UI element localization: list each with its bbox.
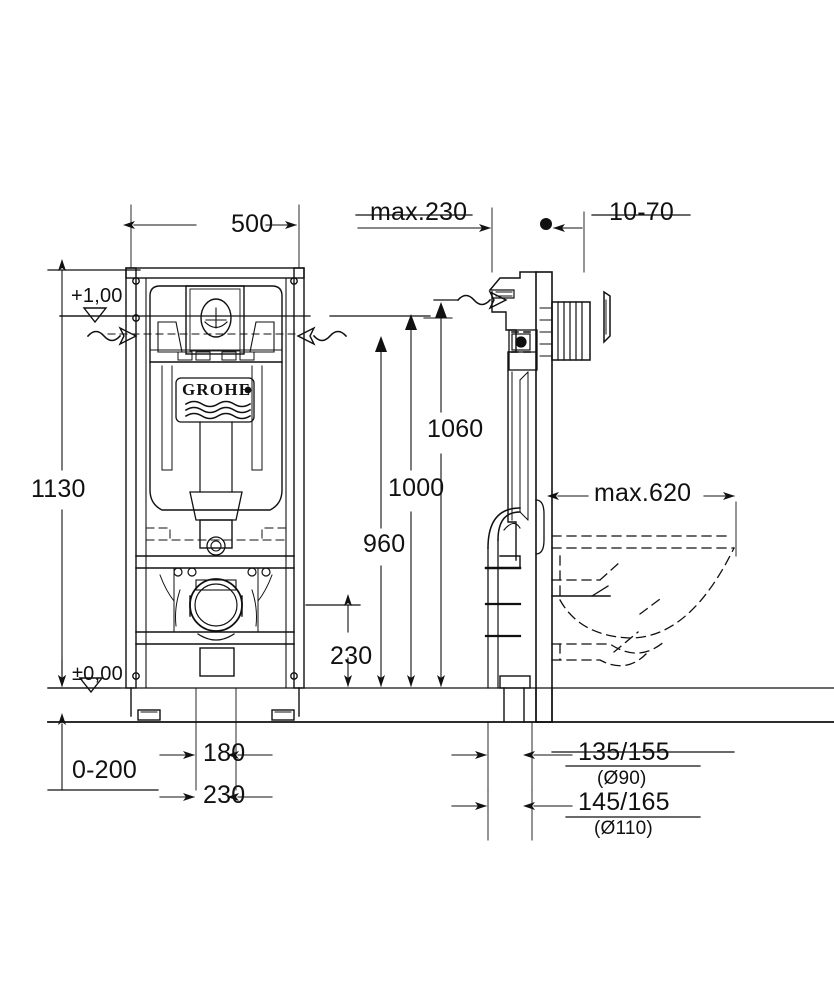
label-height-1000: 1000	[388, 474, 444, 502]
label-spacing-230: 230	[203, 781, 245, 809]
dimension-wall-max-230	[355, 207, 493, 273]
label-waste-110: 145/165	[578, 788, 670, 816]
label-projection-620: max.620	[594, 479, 691, 507]
label-width-500: 500	[231, 210, 273, 238]
water-supply-arrow-side	[433, 290, 508, 310]
dimension-height-1060	[423, 302, 453, 687]
label-outlet-230: 230	[330, 642, 372, 670]
dimension-width-500	[123, 204, 300, 269]
level-symbol-plus-one	[59, 307, 131, 324]
cistern-body	[149, 285, 283, 511]
frame-front-elevation	[125, 267, 305, 721]
grohe-logo-plate	[175, 377, 255, 423]
label-waste-110-diameter: (Ø110)	[594, 818, 653, 839]
wc-bowl-outline	[551, 535, 735, 667]
dimension-waste-90	[451, 721, 701, 791]
label-waste-90-diameter: (Ø90)	[597, 768, 647, 789]
label-height-960: 960	[363, 530, 405, 558]
flush-and-outlet-assembly	[135, 421, 295, 677]
label-floor-0-200: 0-200	[72, 756, 137, 784]
dimension-height-960	[375, 336, 387, 687]
grohe-brand-text: GROHE	[182, 380, 251, 399]
water-supply-arrow-right	[296, 326, 348, 346]
dimension-projection-620	[547, 479, 737, 557]
dimension-height-1000	[405, 314, 417, 687]
label-waste-90: 135/155	[578, 738, 670, 766]
water-supply-arrow-left	[86, 326, 138, 346]
label-level-plus-one: +1,00	[71, 285, 123, 307]
dimension-outlet-230	[305, 594, 361, 687]
wc-bowl-solid-edges	[551, 585, 735, 753]
level-symbol-zero	[47, 659, 121, 694]
label-wall-max-230: max.230	[370, 198, 467, 226]
dimension-height-1130	[47, 259, 141, 687]
label-spacing-180: 180	[203, 739, 245, 767]
frame-side-view	[484, 271, 611, 723]
dimension-waste-110	[451, 789, 701, 841]
label-level-zero: ±0,00	[72, 663, 123, 685]
dimension-labels: 500 1130 +1,00 ±0,00 0-200 180 230 230 9…	[31, 198, 691, 839]
label-plate-10-70: 10-70	[609, 198, 674, 226]
dimension-plate-10-70	[540, 211, 691, 273]
dimension-spacing-180	[159, 687, 273, 791]
label-height-1130: 1130	[31, 475, 86, 503]
grohe-wordmark: GROHE	[182, 380, 251, 399]
dimension-floor-0-200	[47, 713, 159, 791]
label-height-1060: 1060	[427, 415, 483, 443]
